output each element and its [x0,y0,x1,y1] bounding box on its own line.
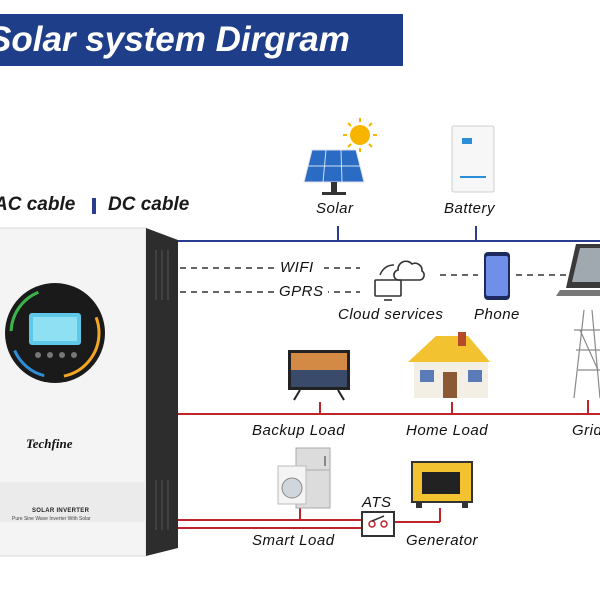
home-load-label: Home Load [406,422,489,439]
appliances-icon [277,447,331,509]
diagram-title: Solar system Dirgram [0,20,350,59]
inverter-model: SOLAR INVERTER [32,508,90,514]
wifi-label-bg [276,258,324,278]
legend-ac-label: AC cable [0,194,76,215]
legend-separator [92,198,96,214]
title-banner: Solar system Dirgram [0,14,403,66]
smart-load-label: Smart Load [252,532,335,549]
house-icon [408,332,490,398]
battery-icon [451,125,495,193]
solar-panel-icon [303,118,377,195]
tv-icon [288,350,350,401]
cloud-services-label: Cloud services [338,306,444,323]
cloud-services-icon [374,260,425,301]
generator-icon [411,461,473,508]
laptop-icon [556,244,600,296]
legend-dc-label: DC cable [108,194,190,215]
ats-switch-icon [361,511,395,537]
gprs-label-bg [276,282,328,302]
inverter-brand: Techfine [26,436,73,451]
backup-load-label: Backup Load [252,422,346,439]
grid-label: Grid [572,422,600,439]
phone-label: Phone [474,306,520,323]
generator-label: Generator [406,532,479,549]
ats-label: ATS [362,494,392,511]
solar-label: Solar [316,200,354,217]
wifi-label: WIFI [280,259,314,276]
inverter-subtitle: Pure Sine Wave Inverter With Solar [12,516,91,522]
phone-icon [484,252,510,300]
grid-tower-icon [573,309,600,399]
gprs-label: GPRS [279,283,324,300]
inverter-icon [0,227,178,557]
battery-label: Battery [444,200,496,217]
